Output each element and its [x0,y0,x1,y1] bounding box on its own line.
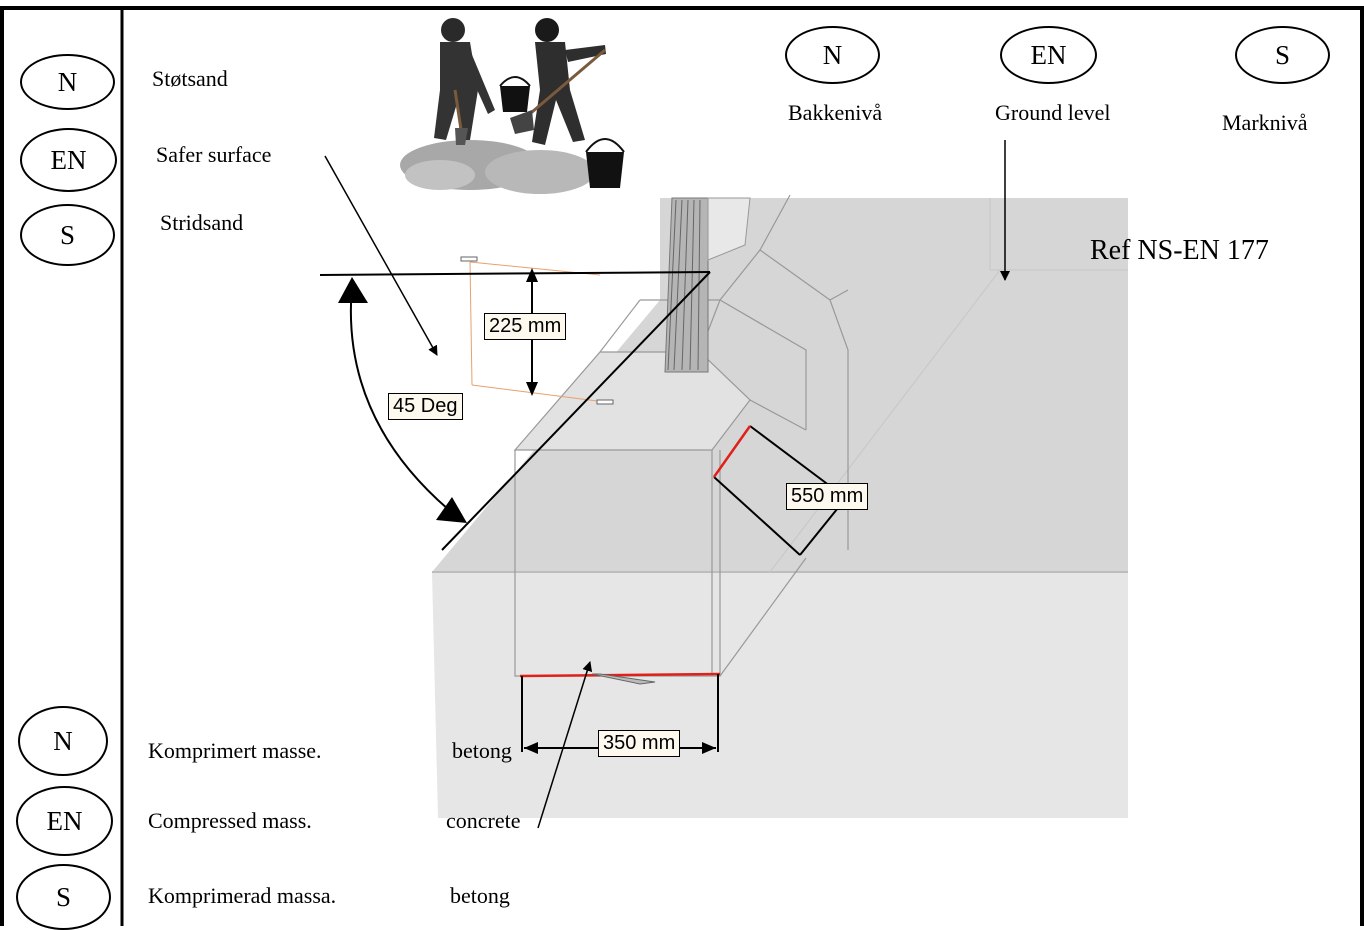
ground-label-en: Ground level [995,100,1111,125]
reference-line [319,271,711,276]
lang-badge-en-bottom: EN [16,786,113,856]
surface-label-en: Safer surface [156,142,272,167]
mass-label-en: Compressed mass. [148,808,312,833]
lang-badge-en-top: EN [20,128,117,192]
safer-surface-leader [324,155,438,356]
lang-badge-s-bottom: S [16,864,111,930]
dimension-550: 550 mm [786,483,869,510]
lang-badge-n-top: N [20,54,115,110]
dimension-45-deg: 45 Deg [388,393,463,420]
slope-line [441,271,711,551]
ground-top-surface [432,198,1128,572]
base-width-highlight [519,672,721,678]
slab-depth-highlight [712,425,752,478]
dimension-225: 225 mm [484,313,567,340]
ground-label-s: Marknivå [1222,110,1308,135]
compressed-mass-leader [537,661,593,829]
surface-label-n: Støtsand [152,66,228,91]
outer-frame [0,6,1364,926]
surface-label-s: Stridsand [160,210,244,235]
lang-badge-n-bottom: N [18,706,108,776]
lang-badge-n-ground: N [785,26,880,84]
lang-badge-en-ground: EN [1000,26,1097,84]
material-label-n: betong [452,738,512,763]
material-label-en: concrete [446,808,521,833]
ground-front-face [432,572,1128,818]
standard-reference: Ref NS-EN 177 [1090,235,1269,266]
post [664,197,751,373]
workers-illustration [400,18,625,194]
lang-badge-s-ground: S [1235,26,1330,84]
ground-label-n: Bakkenivå [788,100,883,125]
material-label-s: betong [450,883,510,908]
dimension-350: 350 mm [598,730,681,757]
mass-label-n: Komprimert masse. [148,738,322,763]
lang-badge-s-top: S [20,204,115,266]
angle-arc [349,285,456,516]
mass-label-s: Komprimerad massa. [148,883,337,908]
